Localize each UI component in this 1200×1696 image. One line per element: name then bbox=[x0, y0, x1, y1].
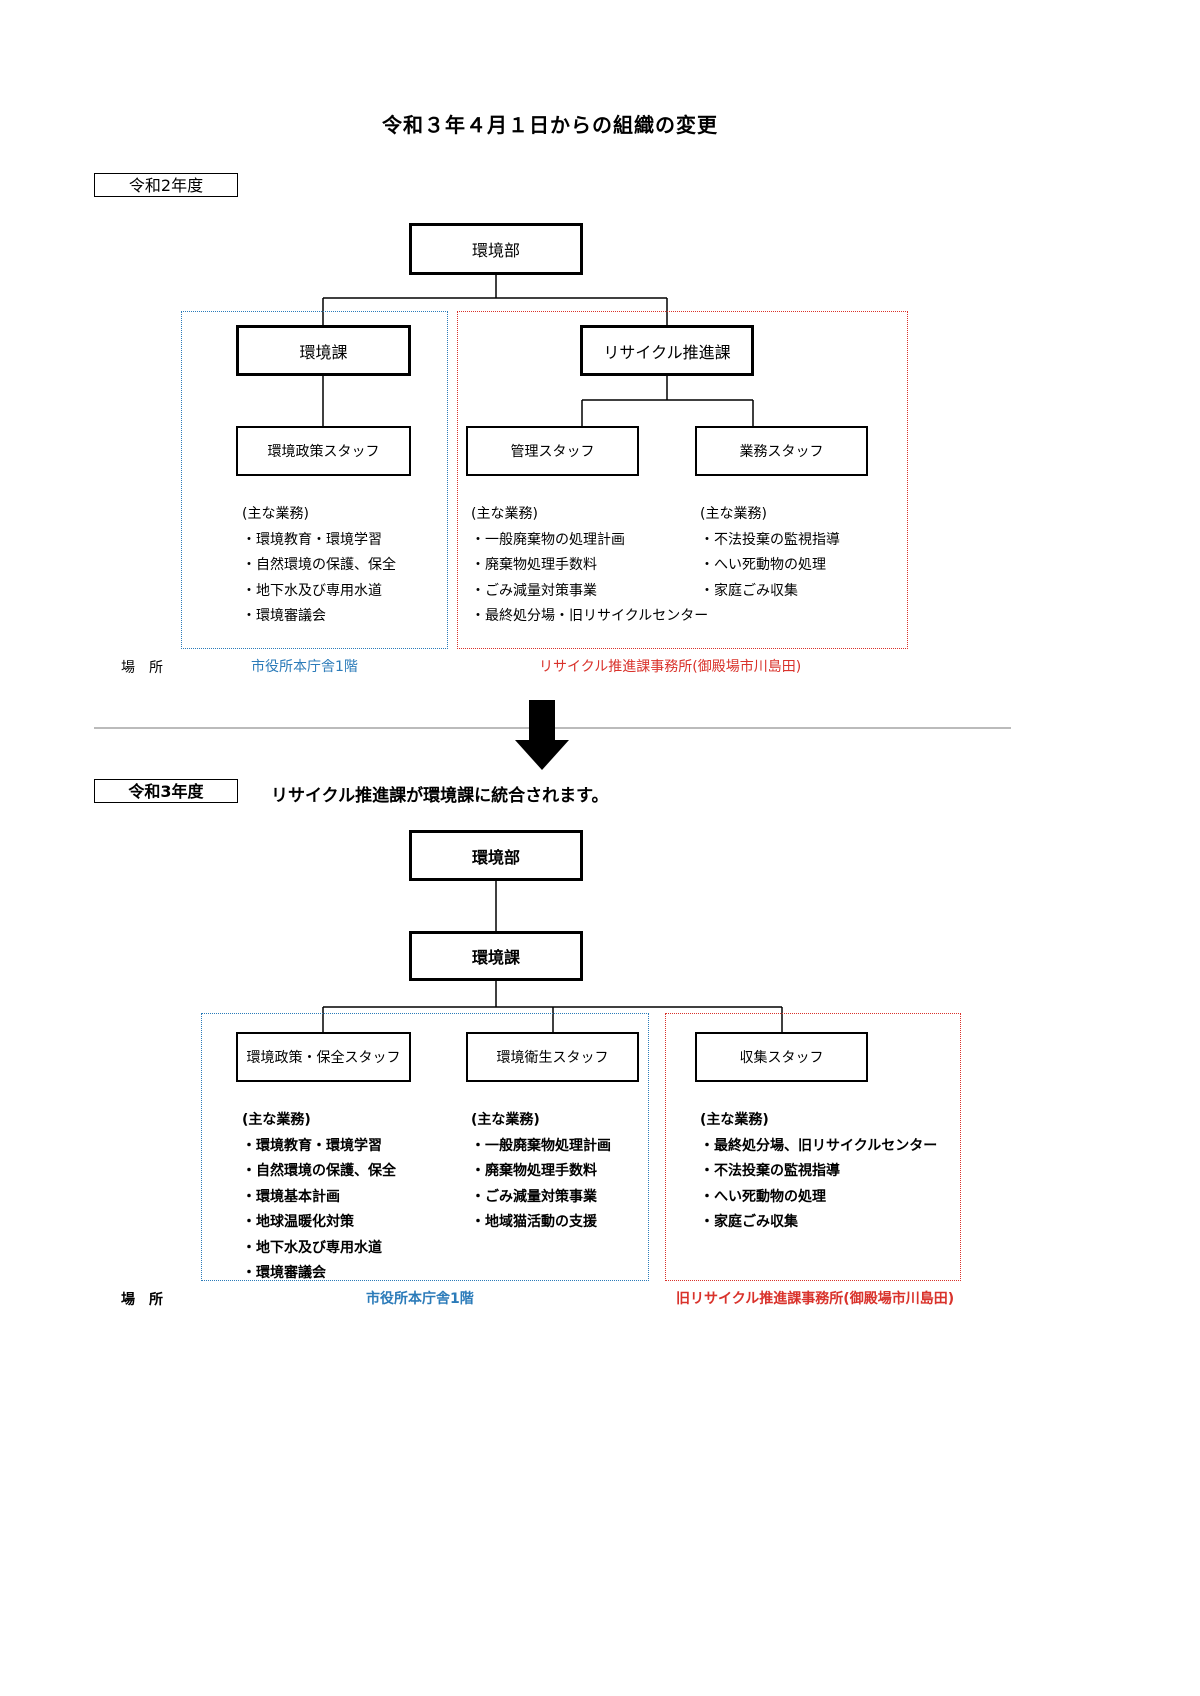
duty-item: ・環境教育・環境学習 bbox=[242, 1137, 382, 1154]
duty-item: ・地域猫活動の支援 bbox=[471, 1214, 597, 1230]
duties-sanitation-after: (主な業務) ・一般廃棄物処理計画 ・廃棄物処理手数料 ・ごみ減量対策事業 ・地… bbox=[471, 1108, 611, 1236]
duties-policy-conservation-after: (主な業務) ・環境教育・環境学習 ・自然環境の保護、保全 ・環境基本計画 ・地… bbox=[242, 1108, 396, 1287]
duty-item: ・地下水及び専用水道 bbox=[242, 1239, 382, 1256]
duty-item: ・地球温暖化対策 bbox=[242, 1214, 354, 1230]
node-staff-management-before: 管理スタッフ bbox=[466, 426, 639, 476]
arrow-down-icon bbox=[515, 700, 569, 770]
location-recycle-before: リサイクル推進課事務所(御殿場市川島田) bbox=[539, 659, 802, 675]
duty-item: ・不法投棄の監視指導 bbox=[700, 531, 840, 548]
duties-management-before: (主な業務) ・一般廃棄物の処理計画 ・廃棄物処理手数料 ・ごみ減量対策事業 ・… bbox=[471, 502, 708, 630]
year-label-after: 令和3年度 bbox=[94, 779, 238, 803]
duties-heading: (主な業務) bbox=[242, 1112, 311, 1128]
duty-item: ・廃棄物処理手数料 bbox=[471, 1163, 597, 1179]
location-main-after: 市役所本庁舎1階 bbox=[366, 1291, 474, 1307]
duty-item: ・環境教育・環境学習 bbox=[242, 531, 382, 548]
node-section-recycle-before: リサイクル推進課 bbox=[580, 325, 754, 376]
duty-item: ・一般廃棄物処理計画 bbox=[471, 1137, 611, 1154]
duty-item: ・最終処分場・旧リサイクルセンター bbox=[471, 608, 709, 624]
duty-item: ・ごみ減量対策事業 bbox=[471, 582, 597, 599]
group-box-recycle-before bbox=[457, 311, 908, 649]
duties-heading: (主な業務) bbox=[471, 506, 538, 522]
node-staff-operations-before: 業務スタッフ bbox=[695, 426, 868, 476]
duty-item: ・廃棄物処理手数料 bbox=[471, 557, 597, 573]
duty-item: ・環境審議会 bbox=[242, 608, 326, 624]
duties-collection-after: (主な業務) ・最終処分場、旧リサイクルセンター ・不法投棄の監視指導 ・へい死… bbox=[700, 1108, 937, 1236]
merge-note: リサイクル推進課が環境課に統合されます。 bbox=[271, 786, 609, 806]
duties-heading: (主な業務) bbox=[471, 1112, 540, 1128]
duties-env-policy-before: (主な業務) ・環境教育・環境学習 ・自然環境の保護、保全 ・地下水及び専用水道… bbox=[242, 502, 396, 630]
duty-item: ・ごみ減量対策事業 bbox=[471, 1188, 597, 1205]
node-department-after: 環境部 bbox=[409, 830, 583, 881]
location-label-before: 場 所 bbox=[121, 660, 163, 676]
node-section-env-after: 環境課 bbox=[409, 931, 583, 981]
duty-item: ・家庭ごみ収集 bbox=[700, 1214, 798, 1230]
duty-item: ・へい死動物の処理 bbox=[700, 557, 826, 573]
node-staff-sanitation-after: 環境衛生スタッフ bbox=[466, 1032, 639, 1082]
duty-item: ・自然環境の保護、保全 bbox=[242, 1163, 396, 1179]
duties-heading: (主な業務) bbox=[242, 506, 309, 522]
node-section-env-before: 環境課 bbox=[236, 325, 411, 376]
duty-item: ・最終処分場、旧リサイクルセンター bbox=[700, 1137, 938, 1154]
duties-heading: (主な業務) bbox=[700, 506, 767, 522]
duty-item: ・自然環境の保護、保全 bbox=[242, 557, 396, 573]
duties-heading: (主な業務) bbox=[700, 1112, 769, 1128]
duty-item: ・一般廃棄物の処理計画 bbox=[471, 531, 625, 548]
node-staff-collection-after: 収集スタッフ bbox=[695, 1032, 868, 1082]
group-box-env-before bbox=[181, 311, 448, 649]
duty-item: ・地下水及び専用水道 bbox=[242, 582, 382, 599]
duty-item: ・家庭ごみ収集 bbox=[700, 582, 798, 599]
location-old-recycle-after: 旧リサイクル推進課事務所(御殿場市川島田) bbox=[676, 1291, 955, 1307]
duty-item: ・環境審議会 bbox=[242, 1265, 326, 1281]
group-box-main-after bbox=[201, 1013, 649, 1281]
year-label-before: 令和2年度 bbox=[94, 173, 238, 197]
node-staff-env-policy-before: 環境政策スタッフ bbox=[236, 426, 411, 476]
duties-operations-before: (主な業務) ・不法投棄の監視指導 ・へい死動物の処理 ・家庭ごみ収集 bbox=[700, 502, 840, 604]
duty-item: ・環境基本計画 bbox=[242, 1188, 340, 1205]
duty-item: ・不法投棄の監視指導 bbox=[700, 1163, 840, 1179]
location-label-after: 場 所 bbox=[121, 1292, 163, 1308]
node-staff-policy-conservation-after: 環境政策・保全スタッフ bbox=[236, 1032, 411, 1082]
page-title: 令和３年４月１日からの組織の変更 bbox=[382, 113, 718, 137]
node-department-before: 環境部 bbox=[409, 223, 583, 275]
location-env-before: 市役所本庁舎1階 bbox=[251, 659, 358, 675]
group-box-collection-after bbox=[665, 1013, 961, 1281]
duty-item: ・へい死動物の処理 bbox=[700, 1188, 826, 1205]
